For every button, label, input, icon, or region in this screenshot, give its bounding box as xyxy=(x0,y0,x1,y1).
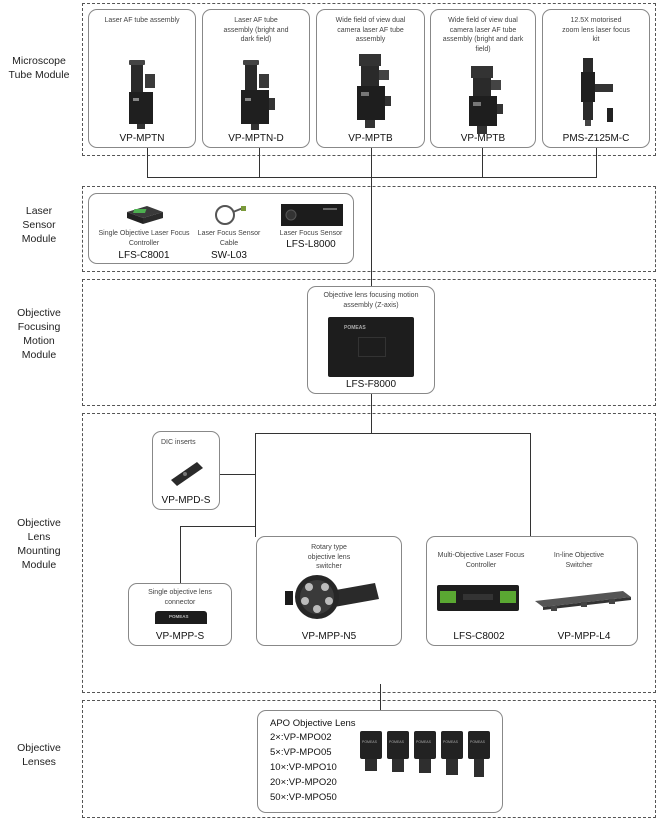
lenses-module-frame xyxy=(82,700,656,818)
connector-line xyxy=(180,526,256,527)
product-description: In-line Objective Switcher xyxy=(553,552,605,569)
laser-af-tube-image xyxy=(129,60,155,129)
connector-line xyxy=(147,148,148,178)
connector-line xyxy=(530,433,531,536)
lens-title: APO Objective Lens xyxy=(270,718,356,729)
dual-camera-tube-bright-dark-image xyxy=(469,66,503,134)
laser-sensor-card[interactable]: Single Objective Laser Focus Controller … xyxy=(88,193,354,264)
connector-line xyxy=(255,433,531,434)
connector-line xyxy=(255,433,256,537)
lens-image-20x: POMEAS xyxy=(441,731,463,775)
connector-line xyxy=(380,684,381,710)
module-label-laser: Laser Sensor Module xyxy=(21,205,57,245)
product-model: LFS-F8000 xyxy=(345,379,397,390)
product-model: VP-MPTN xyxy=(119,133,165,144)
laser-focus-sensor-image xyxy=(281,204,343,226)
module-label-focus: Objective Focusing Motion Module xyxy=(17,307,61,361)
connector-line xyxy=(482,148,483,178)
dic-inserts-card[interactable]: DIC inserts VP-MPD-S xyxy=(152,431,220,510)
product-model: VP-MPD-S xyxy=(161,495,211,506)
lens-item: 5×:VP-MPO05 xyxy=(270,747,332,758)
product-description: Laser Focus Sensor Cable xyxy=(197,230,261,247)
brand-logo: POMEAS xyxy=(362,740,377,744)
product-model: SW-L03 xyxy=(211,250,247,261)
product-model: LFS-L8000 xyxy=(286,239,336,250)
tube-card-vp-mptn[interactable]: Laser AF tube assembly VP-MPTN xyxy=(88,9,196,148)
rotary-switcher-image xyxy=(285,575,379,619)
brand-logo: POMEAS xyxy=(389,740,404,744)
product-description: Multi-Objective Laser Focus Controller xyxy=(437,552,525,569)
lens-image-50x: POMEAS xyxy=(468,731,490,777)
product-model: LFS-C8002 xyxy=(453,631,505,642)
product-model: VP-MPTB xyxy=(460,133,506,144)
laser-sensor-cable-image xyxy=(215,205,246,225)
lens-image-2x: POMEAS xyxy=(360,731,382,773)
product-model: VP-MPTB xyxy=(348,133,393,144)
product-description: 12.5X motorised zoom lens laser focus ki… xyxy=(562,17,630,43)
brand-logo: POMEAS xyxy=(443,740,458,744)
product-model: VP-MPTN-D xyxy=(228,133,284,144)
product-description: Laser AF tube assembly (bright and dark … xyxy=(223,17,289,43)
product-model: LFS-C8001 xyxy=(118,250,170,261)
lens-item: 10×:VP-MPO10 xyxy=(270,762,337,773)
connector-line xyxy=(220,474,256,475)
focus-assembly-card[interactable]: Objective lens focusing motion assembly … xyxy=(307,286,435,394)
product-description: Rotary type objective lens switcher xyxy=(307,544,351,570)
brand-logo: POMEAS xyxy=(416,740,431,744)
tube-module-frame xyxy=(82,3,656,156)
laser-af-tube-bright-dark-image xyxy=(241,60,275,130)
multi-focus-controller-image xyxy=(437,585,519,611)
lens-item: 50×:VP-MPO50 xyxy=(270,792,337,803)
connector-line xyxy=(147,177,597,178)
product-model: VP-MPP-L4 xyxy=(557,631,611,642)
tube-card-vp-mptb[interactable]: Wide field of view dual camera laser AF … xyxy=(316,9,425,148)
zoom-lens-kit-image xyxy=(581,58,613,126)
mount-module-frame xyxy=(82,413,656,693)
focus-module-frame xyxy=(82,279,656,406)
lens-image-5x: POMEAS xyxy=(387,731,409,773)
product-description: DIC inserts xyxy=(161,439,196,446)
product-description: Single objective lens connector xyxy=(148,589,212,606)
single-connector-image: POMEAS xyxy=(155,611,207,624)
focus-assembly-image: POMEAS xyxy=(328,317,414,377)
tube-card-pms-z125m-c[interactable]: 12.5X motorised zoom lens laser focus ki… xyxy=(542,9,650,148)
connector-line xyxy=(596,148,597,178)
laser-focus-controller-image xyxy=(127,206,163,224)
product-model: PMS-Z125M-C xyxy=(562,133,630,144)
tube-card-vp-mptn-d[interactable]: Laser AF tube assembly (bright and dark … xyxy=(202,9,310,148)
brand-logo: POMEAS xyxy=(470,740,485,744)
module-label-mount: Objective Lens Mounting Module xyxy=(17,517,61,571)
product-description: Laser AF tube assembly xyxy=(104,17,180,24)
brand-logo: POMEAS xyxy=(169,614,189,619)
module-label-lenses: Objective Lenses xyxy=(17,742,61,768)
connector-line xyxy=(180,526,181,583)
objective-lenses-card[interactable]: APO Objective Lens 2×:VP-MPO02 5×:VP-MPO… xyxy=(257,710,503,813)
dual-camera-tube-image xyxy=(357,54,391,128)
inline-switcher-image xyxy=(535,591,631,611)
product-description: Laser Focus Sensor xyxy=(279,230,343,237)
lens-item: 2×:VP-MPO02 xyxy=(270,732,332,743)
lens-item: 20×:VP-MPO20 xyxy=(270,777,337,788)
product-description: Wide field of view dual camera laser AF … xyxy=(335,17,406,43)
rotary-switcher-card[interactable]: Rotary type objective lens switcher VP-M… xyxy=(256,536,402,646)
product-description: Single Objective Laser Focus Controller xyxy=(98,230,190,247)
lens-image-10x: POMEAS xyxy=(414,731,436,773)
laser-module-frame xyxy=(82,186,656,272)
product-description: Objective lens focusing motion assembly … xyxy=(323,292,419,309)
product-model: VP-MPP-N5 xyxy=(301,631,357,642)
product-model: VP-MPP-S xyxy=(155,631,205,642)
connector-line xyxy=(371,394,372,434)
module-label-tube: Microscope Tube Module xyxy=(8,55,70,81)
connector-line xyxy=(259,148,260,178)
multi-objective-card[interactable]: Multi-Objective Laser Focus Controller L… xyxy=(426,536,638,646)
brand-logo: POMEAS xyxy=(344,325,366,331)
tube-card-vp-mptb-bright-dark[interactable]: Wide field of view dual camera laser AF … xyxy=(430,9,536,148)
dic-insert-image xyxy=(171,462,203,486)
connector-line xyxy=(371,148,372,286)
single-connector-card[interactable]: Single objective lens connector POMEAS V… xyxy=(128,583,232,646)
product-description: Wide field of view dual camera laser AF … xyxy=(442,17,524,53)
